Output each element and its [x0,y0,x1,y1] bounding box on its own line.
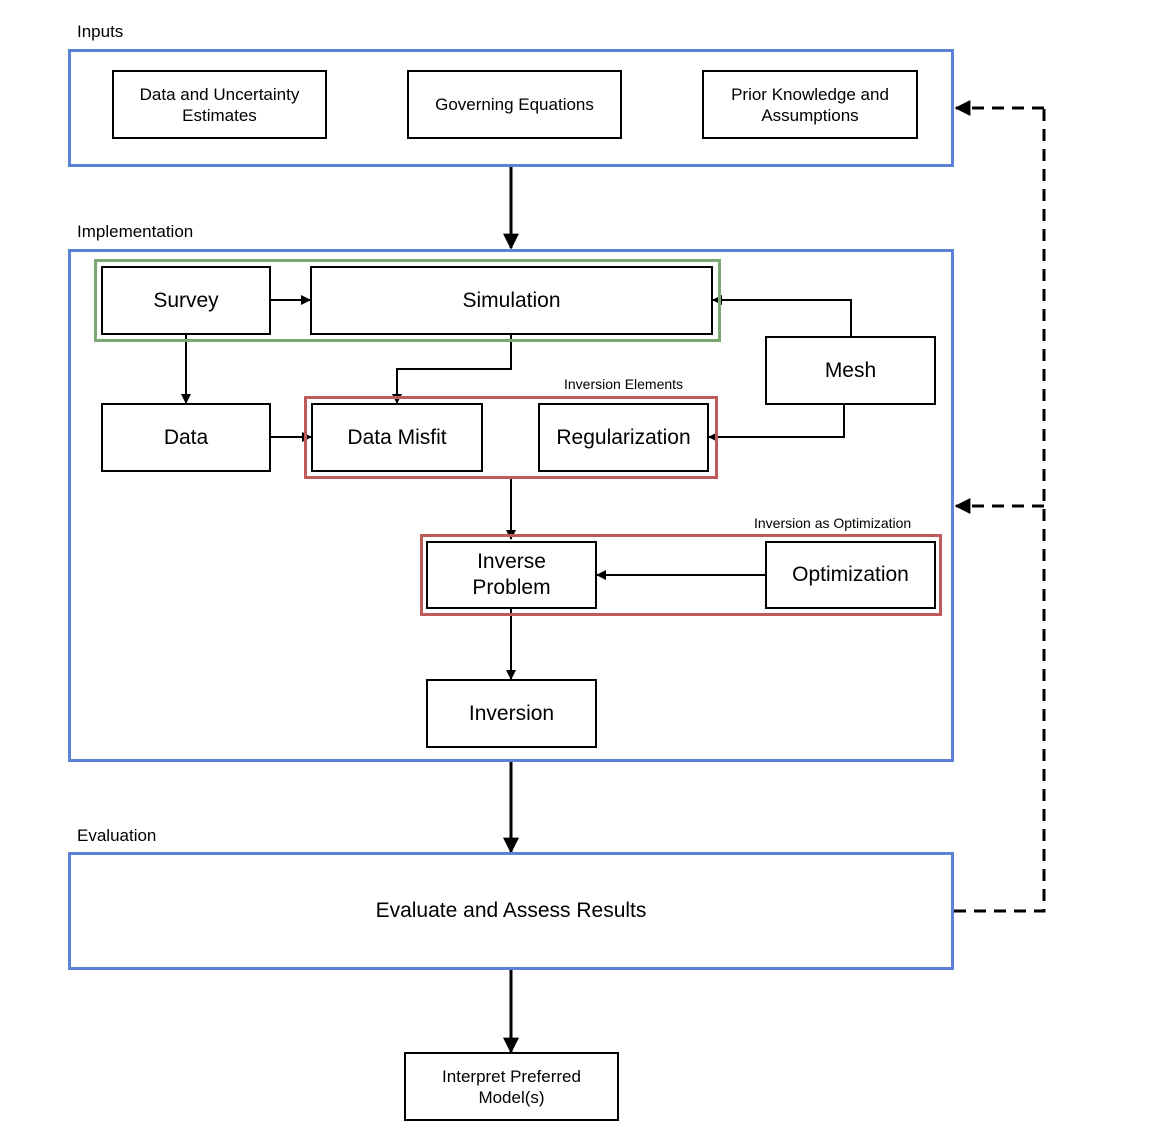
interpret-preferred-model-text: Interpret Preferred Model(s) [442,1066,581,1107]
arrow-mesh-to-simulation [712,295,852,336]
inverse-problem-text: Inverse Problem [472,550,551,599]
arrow-simulation-to-data-misfit [392,335,512,404]
mesh-node: Mesh [765,336,936,405]
survey-node: Survey [101,266,271,335]
mesh-text: Mesh [824,358,877,382]
inverse-problem-node: Inverse Problem [426,541,597,609]
evaluation-section [68,852,954,970]
feedback-loop-line [954,108,1046,913]
survey-text: Survey [153,288,219,312]
data-misfit-text: Data Misfit [347,425,447,449]
inversion-elements-label: Inversion Elements [564,376,684,392]
regularization-node: Regularization [538,403,709,472]
prior-knowledge-node: Prior Knowledge and Assumptions [702,70,918,139]
simulation-node: Simulation [310,266,713,335]
data-node: Data [101,403,271,472]
data-uncertainty-node: Data and Uncertainty Estimates [112,70,327,139]
evaluation-section-label: Evaluation [77,826,157,845]
optimization-node: Optimization [765,541,936,609]
simulation-group [94,259,721,342]
implementation-section-label: Implementation [77,222,194,241]
inversion-optimization-group [420,534,942,616]
inversion-optimization-label: Inversion as Optimization [754,515,912,531]
regularization-text: Regularization [556,425,691,449]
governing-equations-node: Governing Equations [407,70,622,139]
interpret-preferred-model-node: Interpret Preferred Model(s) [404,1052,619,1121]
data-uncertainty-text: Data and Uncertainty Estimates [139,84,300,125]
data-misfit-node: Data Misfit [311,403,483,472]
prior-knowledge-text: Prior Knowledge and Assumptions [731,84,889,125]
optimization-text: Optimization [792,563,909,586]
governing-equations-text: Governing Equations [435,95,594,114]
inputs-section-label: Inputs [77,22,124,41]
evaluate-assess-text: Evaluate and Assess Results [375,899,647,922]
arrow-mesh-to-regularization [708,404,845,442]
inputs-section [68,49,954,167]
data-text: Data [163,425,209,449]
implementation-section [68,249,954,762]
simulation-text: Simulation [462,288,561,312]
inversion-elements-group [304,396,718,479]
inversion-text: Inversion [468,701,555,725]
inversion-node: Inversion [426,679,597,748]
